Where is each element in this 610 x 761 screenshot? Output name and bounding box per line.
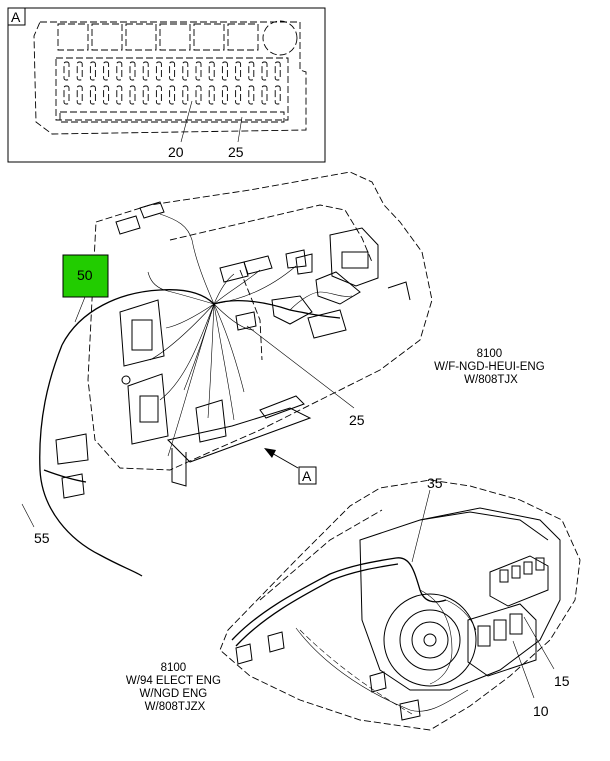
callout-25: 25 [349,412,365,428]
fuse-slot [274,85,281,105]
fuse-slot [182,85,189,105]
fuse-slot [169,61,176,81]
fuse-slot [142,61,149,81]
fuse-slot [208,85,215,105]
fuse-slot [155,85,162,105]
callout-50-group: 50 [62,254,109,323]
fuse-slot [155,61,162,81]
fuse-panel [33,20,307,135]
fuse-row-upper [63,61,281,81]
fuse-slot [63,85,70,105]
view-ref-a: A [302,468,312,484]
fuse-slot [63,61,70,81]
fuse-slot [76,85,83,105]
callout-10: 10 [533,703,549,719]
fuse-slot [261,85,268,105]
fuse-slot [89,61,96,81]
fuse-slot [116,61,123,81]
fuse-slot [195,85,202,105]
view-arrow-a: A [264,448,317,485]
fuse-slot [221,61,228,81]
note-upper: 8100 W/F-NGD-HEUI-ENG W/808TJX [434,348,548,386]
fuse-slot [129,61,136,81]
fuse-slot [169,85,176,105]
fuse-slot [89,85,96,105]
lower-blower-assembly [219,479,581,731]
callout-50: 50 [77,267,93,283]
callout-15: 15 [554,673,570,689]
fuse-slot [261,61,268,81]
fuse-slot [182,61,189,81]
callout-20: 20 [168,144,184,160]
inset-detail-a: A 20 25 [7,7,326,163]
fuse-slot [103,61,110,81]
fuse-slot [235,85,242,105]
callout-35: 35 [427,475,443,491]
note-lower: 8100 W/94 ELECT ENG W/NGD ENG W/808TJZX [126,662,224,713]
callout-25-inset: 25 [228,144,244,160]
fuse-slot [76,61,83,81]
callout-50-highlight[interactable] [62,254,109,298]
callout-55: 55 [34,530,50,546]
fuse-slot [195,61,202,81]
harness-wires [39,213,353,577]
fuse-slot [221,85,228,105]
fuse-slot [142,85,149,105]
fuse-slot [208,61,215,81]
fuse-slot [103,85,110,105]
inset-label: A [11,9,21,25]
fuse-slot [116,85,123,105]
fuse-slot [248,61,255,81]
upper-harness-assembly [55,171,433,499]
fuse-row-lower [63,85,281,105]
fuse-slot [129,85,136,105]
fuse-slot [235,61,242,81]
fuse-slot [248,85,255,105]
fuse-slot [274,61,281,81]
lower-harness-wires [231,557,477,715]
